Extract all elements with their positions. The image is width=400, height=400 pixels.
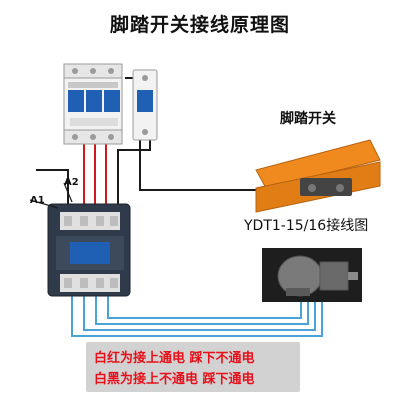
contactor-icon [47, 203, 131, 297]
neutral-wires [71, 290, 323, 337]
pedal-switch-icon [255, 139, 381, 213]
circuit-breaker-icon [63, 63, 123, 145]
single-pole-breaker-icon [132, 69, 158, 141]
model-label: YDT1-15/16接线图 [244, 218, 369, 234]
wiring-notes: 白红为接上通电 踩下不通电 白黑为接上不通电 踩下通电 [86, 342, 300, 392]
note-line-1: 白红为接上通电 踩下不通电 [94, 351, 255, 366]
motor-icon [262, 248, 362, 302]
diagram-title: 脚踏开关接线原理图 [109, 14, 290, 36]
pedal-switch-label: 脚踏开关 [280, 111, 336, 127]
live-wires [83, 142, 107, 210]
note-line-2: 白黑为接上不通电 踩下通电 [94, 372, 255, 387]
coil-arrows [29, 182, 73, 209]
coil-a1-label: A1 [30, 195, 45, 206]
coil-a2-label: A2 [64, 177, 79, 188]
